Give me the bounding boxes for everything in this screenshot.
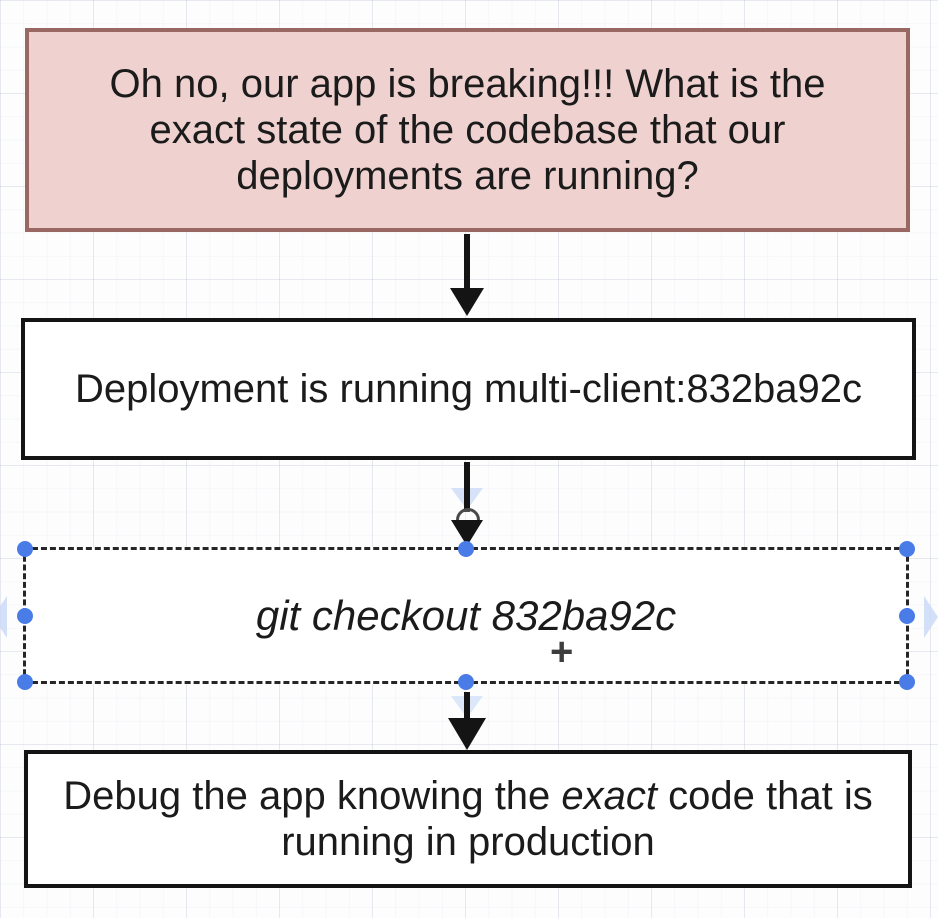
node-checkout-label: git checkout 832ba92c [255, 591, 677, 639]
node-deployment[interactable]: Deployment is running multi-client:832ba… [21, 318, 916, 460]
node-debug-text: code that is [657, 774, 873, 818]
selection-handle-top-left[interactable] [17, 541, 33, 557]
selection-handle-mid-left[interactable] [17, 607, 33, 624]
direction-arrow-right-icon[interactable] [924, 596, 938, 638]
node-checkout-selected[interactable]: git checkout 832ba92c [17, 541, 915, 690]
arrowhead-down-icon [448, 718, 486, 750]
edge-line [464, 234, 470, 290]
node-deployment-label: Deployment is running multi-client:832ba… [74, 367, 863, 411]
direction-arrow-left-icon[interactable] [0, 596, 7, 638]
node-debug-text-emphasis: exact [561, 774, 658, 818]
arrowhead-down-icon [450, 288, 484, 316]
node-debug[interactable]: Debug the app knowing the exact code tha… [24, 750, 912, 888]
selection-handle-bottom-left[interactable] [17, 674, 33, 690]
selection-handle-mid-right[interactable] [899, 607, 915, 624]
selection-handle-bottom-center[interactable] [458, 674, 474, 690]
node-question-line: Oh no, our app is breaking!!! What is th… [109, 62, 826, 106]
edge-line [464, 462, 470, 512]
node-question-line: deployments are running? [236, 154, 699, 198]
selection-handle-bottom-right[interactable] [899, 674, 915, 690]
selection-handle-top-center[interactable] [458, 541, 474, 557]
node-debug-line2: running in production [281, 820, 655, 864]
node-question-line: exact state of the codebase that our [149, 108, 786, 152]
selection-handle-top-right[interactable] [899, 541, 915, 557]
move-cursor-icon: + [550, 630, 574, 674]
node-debug-text: Debug the app knowing the [63, 774, 562, 818]
edge-line [464, 692, 470, 722]
node-question[interactable]: Oh no, our app is breaking!!! What is th… [25, 28, 910, 232]
node-debug-line1: Debug the app knowing the exact code tha… [63, 773, 872, 819]
